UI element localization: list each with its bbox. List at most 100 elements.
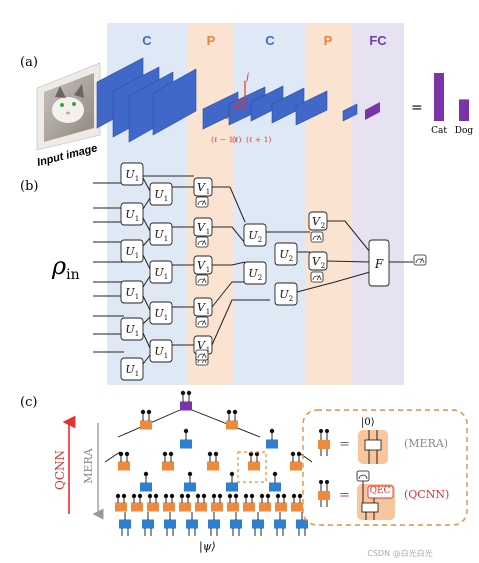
input-image	[36, 62, 101, 151]
legend-content	[318, 429, 395, 520]
mera-measure-dot	[233, 493, 239, 499]
gate-u2-c	[274, 242, 298, 266]
gate-u1-b	[149, 182, 173, 206]
meter-v1	[195, 274, 209, 286]
gate-u2-c-sub: 2	[289, 255, 293, 263]
fc-band	[352, 23, 404, 385]
final-meter-arc	[415, 258, 425, 264]
mera-measure-dot	[115, 493, 121, 499]
conv-band-2	[234, 23, 305, 385]
gate-u2-a	[243, 223, 267, 247]
legend-qec-gate	[367, 485, 394, 499]
gate-v1-sub: 1	[206, 346, 210, 354]
legend-dot	[319, 480, 323, 484]
meter-v1-needle	[201, 319, 206, 326]
mera-measure-dot	[281, 493, 287, 499]
mera-measure-dot	[169, 493, 175, 499]
gate-u1-b-label: U	[154, 188, 164, 201]
mera-axis-label: MERA	[82, 447, 95, 484]
mera-isometry	[119, 519, 131, 529]
wire	[326, 260, 371, 263]
meter-v2-b	[310, 271, 324, 283]
legend-mera-box	[318, 440, 330, 449]
gate-u1-a	[120, 317, 144, 341]
final-meter-needle	[419, 257, 424, 264]
mera-measure-dot	[121, 493, 127, 499]
mera-disentangler	[226, 420, 238, 430]
legend-dot	[325, 480, 329, 484]
meter-v2-a-arc	[312, 235, 322, 241]
mera-measure-dot	[131, 493, 137, 499]
wire	[212, 226, 246, 244]
mera-measure-dot	[147, 493, 153, 499]
gate-u1-b-sub: 1	[164, 352, 168, 360]
mera-measure-dot	[179, 493, 185, 499]
mera-isometry	[226, 482, 238, 492]
mera-isometry	[142, 519, 154, 529]
gate-u1-a-label: U	[125, 168, 135, 181]
gate-u1-a	[120, 357, 144, 381]
output-bar-cat	[434, 73, 444, 121]
mera-measure-dot	[259, 493, 265, 499]
mera-network	[104, 390, 313, 536]
gate-v1-label: V	[197, 181, 206, 194]
mera-measure-dot	[162, 451, 168, 457]
meter-v1-arc	[197, 278, 207, 284]
meter-v1	[195, 196, 209, 208]
mera-measure-dot	[296, 451, 302, 457]
gate-u2-b	[243, 261, 267, 285]
mera-measure-dot	[254, 451, 260, 457]
gate-u1-a-label: U	[125, 208, 135, 221]
gate-u2-b-label: U	[248, 267, 258, 280]
gate-u2-d-sub: 2	[289, 295, 293, 303]
gate-v1-sub: 1	[206, 228, 210, 236]
gate-u1-a-label: U	[125, 363, 135, 376]
band-title-conv-2: C	[265, 33, 275, 48]
meter-v2-b-arc	[312, 275, 322, 281]
gate-v1-label: V	[197, 221, 206, 234]
meter-v1-last-arc	[197, 353, 207, 359]
layer-label-prev: (ℓ − 1)	[211, 135, 236, 144]
mera-measure-dot	[118, 451, 124, 457]
gate-u1-a-sub: 1	[135, 215, 139, 223]
mera-disentangler	[140, 420, 152, 430]
mera-disentangler	[179, 502, 191, 512]
wire	[212, 261, 246, 266]
conv-feature-maps-1	[96, 57, 197, 143]
gate-u1-a-sub: 1	[135, 175, 139, 183]
gate-u1-b-label: U	[154, 345, 164, 358]
gate-v2-b-sub: 2	[321, 262, 325, 270]
mera-disentangler	[163, 502, 175, 512]
gate-u1-b	[149, 222, 173, 246]
mera-top-node	[180, 401, 192, 411]
fc-feature-maps	[342, 102, 380, 122]
mera-measure-dot	[163, 493, 169, 499]
gate-u1-b-label: U	[154, 228, 164, 241]
gate-u1-b	[149, 260, 173, 284]
mera-measure-dot	[180, 390, 186, 396]
kernel-index-i: i	[226, 111, 229, 122]
gate-u1-b-sub: 1	[164, 195, 168, 203]
gate-u1-a-sub: 1	[135, 252, 139, 260]
mera-disentangler	[115, 502, 127, 512]
gate-u1-a	[120, 202, 144, 226]
legend-meter-arc	[358, 474, 368, 480]
meter-v1-needle	[201, 277, 206, 284]
pool-feature-maps-1	[202, 86, 266, 130]
mera-measure-dot	[185, 493, 191, 499]
gate-u1-a	[120, 280, 144, 304]
mera-measure-dot	[232, 409, 238, 415]
gate-v2-b-label: V	[312, 255, 321, 268]
mera-disentangler	[275, 502, 287, 512]
legend-ket-zero: |0⟩	[361, 417, 375, 428]
gate-u2-d-label: U	[279, 288, 289, 301]
mera-disentangler	[147, 502, 159, 512]
wire	[296, 281, 336, 293]
meter-v1-needle	[201, 239, 206, 246]
mera-measure-dot	[153, 493, 159, 499]
wire	[211, 281, 245, 308]
gate-v1-label: V	[197, 259, 206, 272]
gate-u1-b-label: U	[154, 266, 164, 279]
pool-feature-maps-2	[295, 90, 328, 126]
mera-measure-dot	[140, 409, 146, 415]
